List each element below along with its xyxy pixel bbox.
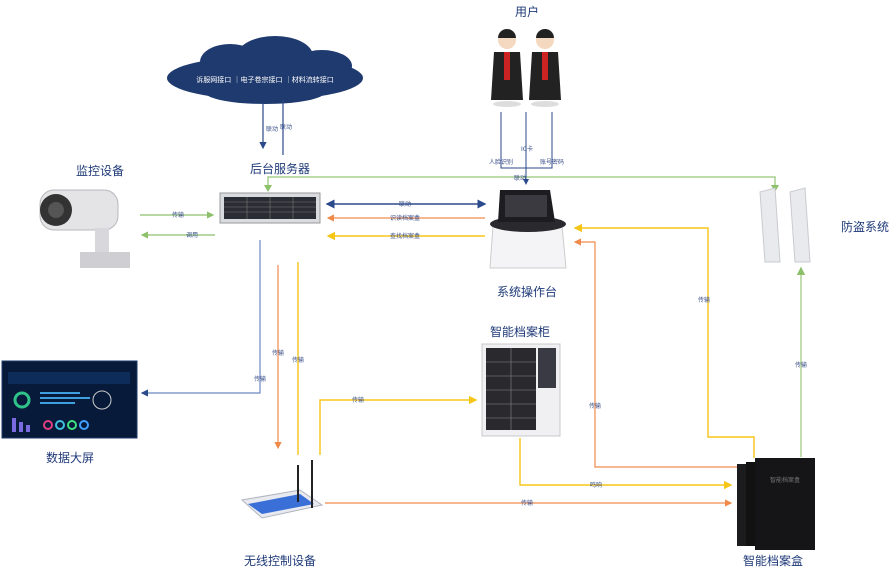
box-logo: 智能档案盒 (770, 476, 800, 484)
link-label: 联动 (280, 123, 292, 131)
link-label: 传输 (172, 211, 184, 219)
link-label: 传输 (352, 396, 364, 404)
console-image (489, 190, 567, 269)
camera-label: 监控设备 (76, 164, 124, 178)
cabinet-image (481, 343, 561, 437)
server-label: 后台服务器 (250, 161, 310, 176)
cloud-text: 诉服网接口 ｜电子卷宗接口 ｜材料流转接口 (196, 75, 333, 84)
users-label: 用户 (515, 4, 539, 19)
link-label: 查找档案盒 (390, 232, 420, 240)
link-label: 账号密码 (540, 158, 564, 166)
screen-label: 数据大屏 (46, 450, 94, 465)
link-label: 传输 (589, 402, 601, 410)
link-label: 传输 (795, 361, 807, 369)
link-label: 传输 (521, 499, 533, 507)
users-image (491, 29, 561, 107)
antitheft-label: 防盗系统 (841, 219, 889, 234)
antitheft-gates-image (759, 187, 811, 263)
link-label: 传输 (698, 296, 710, 304)
link-label: 传输 (272, 349, 284, 357)
cloud-interfaces: 诉服网接口 ｜电子卷宗接口 ｜材料流转接口 (167, 36, 363, 104)
link-label: 调用 (186, 231, 198, 239)
link-label: 传输 (292, 356, 304, 364)
link-label: 传输 (254, 375, 266, 383)
archive-box-image: 智能档案盒 (737, 458, 815, 550)
link-label: 鸣响 (590, 481, 602, 489)
box-label: 智能档案盒 (743, 553, 803, 568)
console-label: 系统操作台 (497, 284, 557, 299)
big-screen-image (1, 360, 138, 439)
server-image (219, 192, 321, 224)
wireless-device-image (240, 460, 324, 519)
cabinet-label: 智能档案柜 (490, 324, 550, 339)
link-label: IC卡 (521, 145, 533, 153)
link-label: 联动 (399, 200, 411, 208)
link-label: 识读档案盒 (390, 214, 420, 222)
link-label: 联动 (514, 174, 526, 182)
link-label: 人脸识别 (489, 158, 513, 166)
link-label: 联动 (266, 125, 278, 133)
wireless-label: 无线控制设备 (244, 554, 316, 568)
green-link (267, 176, 776, 188)
camera-image (39, 189, 130, 268)
